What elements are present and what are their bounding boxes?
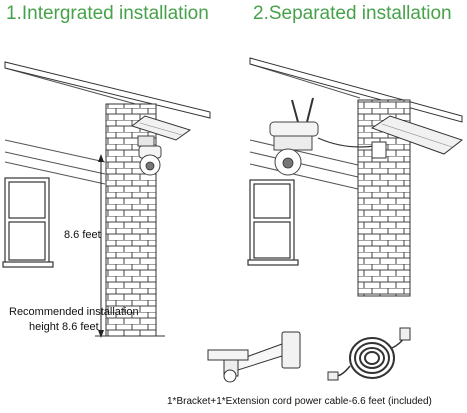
separated-installation-title: 2.Separated installation <box>253 3 452 24</box>
ptz-camera-icon <box>137 135 162 176</box>
power-cable <box>317 137 376 148</box>
integrated-installation-title: 1.Intergrated installation <box>6 3 209 24</box>
window <box>2 177 54 268</box>
window-right <box>247 179 299 266</box>
arrow-down <box>98 330 104 338</box>
recommended-height-label: height 8.6 feet <box>29 321 99 333</box>
height-label: 8.6 feet <box>64 229 101 241</box>
ptz-camera-icon <box>269 97 319 176</box>
wall-bracket-icon <box>207 331 301 383</box>
separated-house <box>247 57 464 297</box>
arrow-up <box>98 154 104 162</box>
coiled-cable-icon <box>327 327 411 381</box>
integrated-house <box>2 61 211 338</box>
roof-right <box>249 57 463 123</box>
accessories-caption: 1*Bracket+1*Extension cord power cable-6… <box>167 396 432 407</box>
solar-panel-icon <box>130 115 192 141</box>
roof <box>4 61 211 119</box>
recommended-installation-label: Recommended installation <box>9 306 139 318</box>
solar-panel-icon <box>370 115 464 159</box>
